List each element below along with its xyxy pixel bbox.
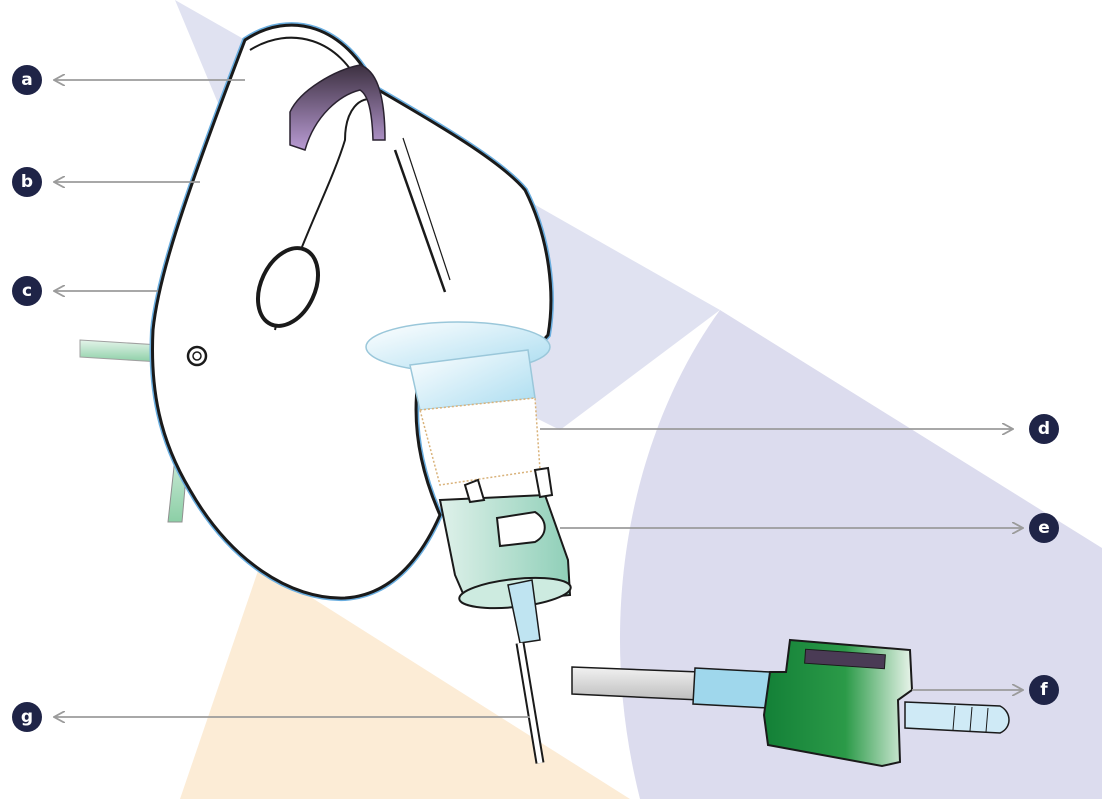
valve-tab-right [535,468,552,497]
label-e: e [1029,513,1059,543]
left-tube [80,340,160,362]
svg-text:f: f [1040,680,1048,700]
valve-window [497,512,545,546]
label-g: g [12,702,42,732]
bg-wedge-bottom [180,565,630,799]
strap-loop-inner [193,352,201,360]
adapter-nozzle [905,702,1009,733]
adapter-tube [572,667,700,700]
label-f: f [1029,675,1059,705]
label-c: c [12,276,42,306]
svg-text:c: c [22,281,32,301]
valve [440,468,572,643]
svg-text:a: a [21,70,32,90]
svg-text:b: b [21,172,33,192]
svg-text:e: e [1038,518,1050,538]
connector-sleeve [420,398,540,485]
adapter-sleeve [693,668,770,708]
svg-text:g: g [21,707,33,727]
label-a: a [12,65,42,95]
label-d: d [1029,414,1059,444]
svg-text:d: d [1038,419,1050,439]
label-b: b [12,167,42,197]
